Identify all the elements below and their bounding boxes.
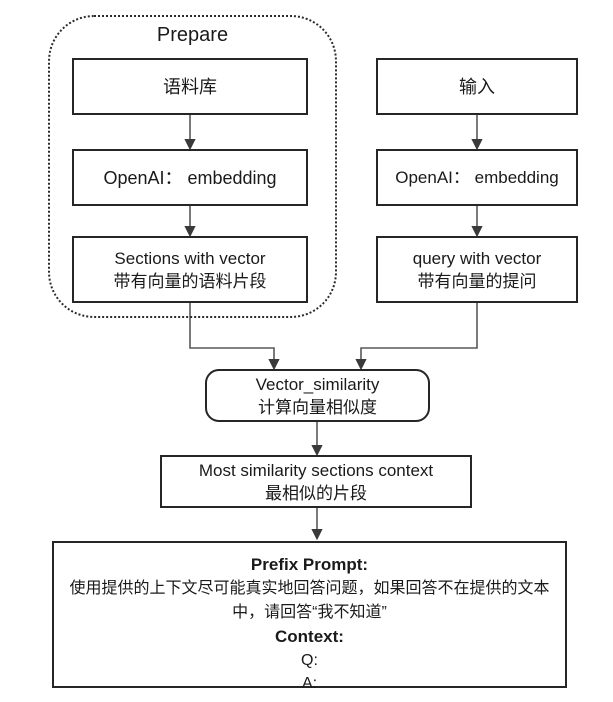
node-openai-embedding-left-label: OpenAI： embedding <box>103 167 277 188</box>
node-input-label: 输入 <box>459 76 495 97</box>
node-vector-similarity-label-zh: 计算向量相似度 <box>258 397 377 417</box>
node-sections-with-vector[interactable]: Sections with vector 带有向量的语料片段 <box>72 236 308 303</box>
prompt-context-label: Context: <box>275 627 344 646</box>
prompt-prefix-body: 使用提供的上下文尽可能真实地回答问题，如果回答不在提供的文本中，请回答“我不知道… <box>69 580 550 621</box>
node-query-with-vector-label-zh: 带有向量的提问 <box>417 271 537 291</box>
prepare-group-container <box>48 15 337 318</box>
node-input[interactable]: 输入 <box>376 58 578 115</box>
node-sections-with-vector-label-zh: 带有向量的语料片段 <box>113 271 267 291</box>
prepare-group-title: Prepare <box>156 24 229 46</box>
prompt-answer-label: A: <box>301 675 318 692</box>
prompt-prefix-label: Prefix Prompt: <box>250 555 369 574</box>
connector-query-to-similarity <box>355 303 478 371</box>
node-query-with-vector[interactable]: query with vector 带有向量的提问 <box>376 236 578 303</box>
node-openai-embedding-right[interactable]: OpenAI： embedding <box>376 149 578 206</box>
node-prefix-prompt[interactable]: Prefix Prompt: 使用提供的上下文尽可能真实地回答问题，如果回答不在… <box>52 541 567 692</box>
node-openai-embedding-left[interactable]: OpenAI： embedding <box>72 149 308 206</box>
node-most-similarity-context-label-en: Most similarity sections context <box>198 460 434 480</box>
node-query-with-vector-label-en: query with vector <box>412 248 542 268</box>
node-vector-similarity[interactable]: Vector_similarity 计算向量相似度 <box>205 369 430 422</box>
node-corpus-label: 语料库 <box>163 76 217 97</box>
node-most-similarity-context-label-zh: 最相似的片段 <box>265 483 367 503</box>
node-corpus[interactable]: 语料库 <box>72 58 308 115</box>
node-most-similarity-context[interactable]: Most similarity sections context 最相似的片段 <box>160 455 472 508</box>
node-sections-with-vector-label-en: Sections with vector <box>114 248 266 268</box>
prompt-question-label: Q: <box>301 652 318 669</box>
node-vector-similarity-label-en: Vector_similarity <box>255 374 380 394</box>
node-openai-embedding-right-label: OpenAI： embedding <box>395 168 559 187</box>
